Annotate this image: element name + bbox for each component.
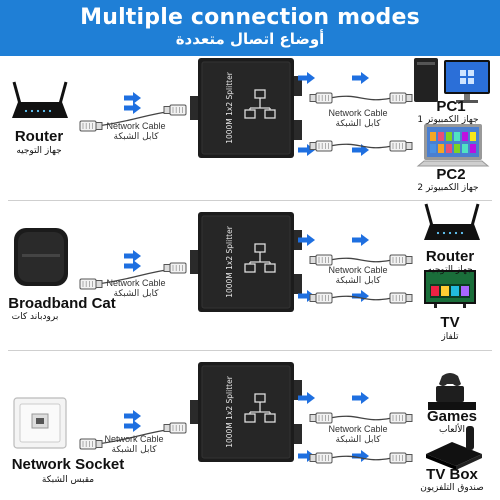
- cable-label: Network Cable: [328, 108, 388, 118]
- rj45-plug-icon: [389, 452, 413, 464]
- cable-label-ar: كابل الشبكة: [335, 119, 381, 129]
- desktop-pc-icon: [414, 58, 490, 103]
- output-name-ar: جهاز التوجيه: [427, 265, 473, 275]
- rj45-plug-icon: [79, 438, 103, 450]
- cable-label: Network Cable: [106, 121, 166, 131]
- arrow-icon: [124, 250, 141, 262]
- network-cable: [329, 143, 393, 149]
- source-name: Broadband Cat: [8, 295, 116, 312]
- network-cable: [329, 95, 393, 101]
- rj45-plug-icon: [309, 254, 333, 266]
- source-name: Router: [14, 128, 64, 145]
- router-icon: [12, 81, 68, 118]
- rj45-plug-icon: [79, 278, 103, 290]
- arrow-icon: [352, 392, 369, 404]
- rj45-plug-icon: [163, 262, 187, 274]
- cable-label: Network Cable: [104, 434, 164, 444]
- tv-icon: [424, 270, 476, 308]
- source-name-ar: برودباند كات: [11, 312, 59, 322]
- title-banner: Multiple connection modes أوضاع اتصال مت…: [0, 0, 500, 56]
- rj45-plug-icon: [309, 412, 333, 424]
- cable-label: Network Cable: [328, 424, 388, 434]
- game-console-icon: [428, 373, 476, 410]
- splitter-device: 1000M 1x2 Splitter: [190, 58, 302, 158]
- splitter-label: 1000M 1x2 Splitter: [225, 71, 234, 143]
- splitter-device: 1000M 1x2 Splitter: [190, 212, 302, 312]
- arrow-icon: [124, 260, 141, 272]
- output-name: PC2: [436, 166, 466, 183]
- laptop-icon: [416, 124, 490, 167]
- output-name-ar: صندوق التلفزيون: [420, 483, 484, 493]
- rj45-plug-icon: [389, 412, 413, 424]
- section-divider: [8, 200, 492, 201]
- tv-box-icon: [426, 426, 482, 470]
- cable-label-ar: كابل الشبكة: [335, 276, 381, 286]
- splitter-label: 1000M 1x2 Splitter: [225, 375, 234, 447]
- arrow-icon: [298, 392, 315, 404]
- cable-label-ar: كابل الشبكة: [111, 445, 157, 455]
- arrow-icon: [352, 234, 369, 246]
- output-name-ar: جهاز الكمبيوتر 2: [417, 183, 479, 193]
- splitter-device: 1000M 1x2 Splitter: [190, 362, 302, 462]
- output-name-ar: جهاز الكمبيوتر 1: [417, 115, 479, 125]
- page-subtitle: أوضاع اتصال متعددة: [175, 30, 325, 48]
- output-name: Router: [425, 248, 475, 265]
- output-name-ar: تلفاز: [441, 332, 459, 342]
- source-name: Network Socket: [11, 456, 125, 473]
- router-icon: [424, 203, 480, 240]
- cable-label-ar: كابل الشبكة: [335, 435, 381, 445]
- rj45-plug-icon: [163, 104, 187, 116]
- network-cable: [329, 257, 393, 263]
- cable-label-ar: كابل الشبكة: [113, 289, 159, 299]
- rj45-plug-icon: [309, 292, 333, 304]
- rj45-plug-icon: [79, 120, 103, 132]
- modem-icon: [14, 228, 68, 286]
- arrow-icon: [352, 72, 369, 84]
- arrow-icon: [124, 102, 141, 114]
- arrow-icon: [124, 420, 141, 432]
- arrow-icon: [298, 72, 315, 84]
- source-name-ar: مقبس الشبكة: [41, 475, 95, 485]
- arrow-icon: [352, 450, 369, 462]
- cable-label-ar: كابل الشبكة: [113, 132, 159, 142]
- rj45-plug-icon: [389, 92, 413, 104]
- arrow-icon: [124, 92, 141, 104]
- output-name: TV: [440, 314, 460, 331]
- output-name: TV Box: [426, 466, 478, 483]
- cable-label: Network Cable: [328, 265, 388, 275]
- network-cable: [329, 295, 393, 301]
- output-name-ar: الألعاب: [439, 425, 465, 435]
- wall-socket-icon: [13, 397, 67, 449]
- rj45-plug-icon: [389, 254, 413, 266]
- arrow-icon: [298, 234, 315, 246]
- output-name: Games: [426, 408, 478, 425]
- output-name: PC1: [436, 98, 466, 115]
- network-cable: [329, 415, 393, 421]
- arrow-icon: [352, 290, 369, 302]
- arrow-icon: [124, 410, 141, 422]
- rj45-plug-icon: [389, 292, 413, 304]
- section-divider: [8, 350, 492, 351]
- rj45-plug-icon: [309, 92, 333, 104]
- rj45-plug-icon: [389, 140, 413, 152]
- splitter-label: 1000M 1x2 Splitter: [225, 225, 234, 297]
- rj45-plug-icon: [309, 140, 333, 152]
- rj45-plug-icon: [309, 452, 333, 464]
- cable-label: Network Cable: [106, 278, 166, 288]
- rj45-plug-icon: [163, 422, 187, 434]
- source-name-ar: جهاز التوجيه: [16, 146, 62, 156]
- page-title: Multiple connection modes: [80, 5, 420, 30]
- network-cable: [329, 455, 393, 461]
